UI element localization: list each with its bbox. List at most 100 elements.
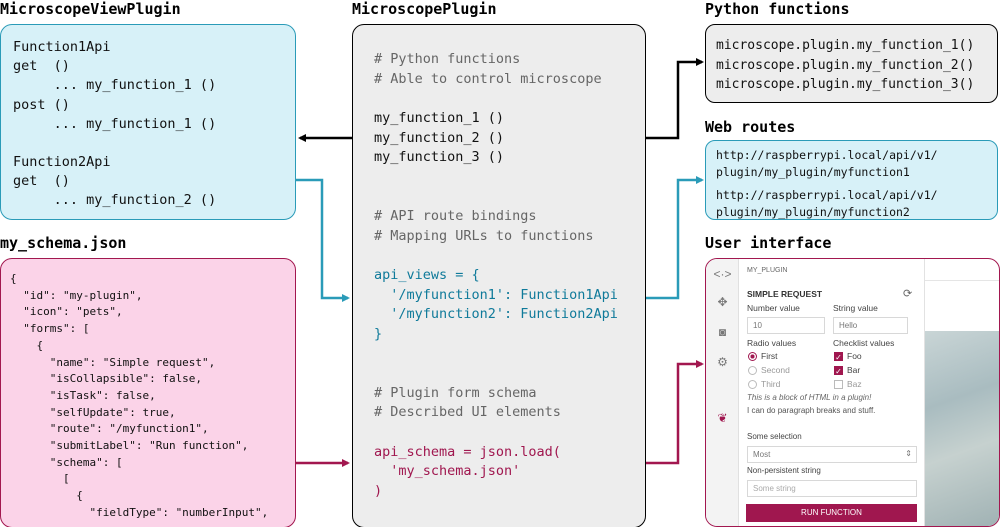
ui-radio-third[interactable] bbox=[748, 380, 757, 389]
ui-side-rail: <·> ✥ ◙ ⚙ ❦ bbox=[706, 259, 739, 526]
view-line: ... my_function_2 () bbox=[13, 192, 217, 209]
code-api-views: '/myfunction2': Function2Api bbox=[374, 306, 618, 323]
code-comment: # Described UI elements bbox=[374, 404, 561, 421]
ui-check-baz[interactable] bbox=[834, 380, 843, 389]
schema-line: "fieldType": "numberInput", bbox=[10, 505, 269, 519]
python-function-call: microscope.plugin.my_function_3() bbox=[716, 77, 975, 92]
camera-icon[interactable]: ◙ bbox=[718, 325, 727, 339]
code-comment: # Able to control microscope bbox=[374, 70, 602, 87]
code-function: my_function_3 () bbox=[374, 149, 505, 166]
ui-radio-label: Radio values bbox=[747, 338, 797, 348]
user-interface-heading: User interface bbox=[705, 234, 832, 252]
code-comment: # Mapping URLs to functions bbox=[374, 227, 594, 244]
view-line: Function1Api bbox=[13, 39, 111, 55]
ui-selection-dropdown[interactable]: Most ⇕ bbox=[747, 446, 917, 463]
schema-line: "name": "Simple request", bbox=[10, 355, 216, 369]
view-line: get () bbox=[13, 173, 70, 190]
ui-html-plain: I can do paragraph breaks and stuff. bbox=[747, 406, 876, 415]
arrow-view-plugin-to-api-views bbox=[296, 178, 350, 302]
ui-number-label: Number value bbox=[747, 303, 800, 313]
schema-line: "submitLabel": "Run function", bbox=[10, 439, 249, 453]
gamepad-icon[interactable]: ✥ bbox=[717, 295, 728, 309]
ui-plugin-panel: MY_PLUGIN SIMPLE REQUEST ⟳ Number value … bbox=[740, 259, 925, 526]
schema-line: "icon": "pets", bbox=[10, 305, 123, 319]
schema-line: { bbox=[10, 489, 83, 503]
python-functions-box: microscope.plugin.my_function_1() micros… bbox=[705, 24, 998, 103]
view-line: ... my_function_1 () bbox=[13, 115, 217, 132]
ui-nonpersistent-label: Non-persistent string bbox=[747, 466, 821, 475]
view-plugin-box: Function1Api get () ... my_function_1 ()… bbox=[0, 24, 296, 220]
schema-line: { bbox=[10, 272, 17, 285]
view-line: get () bbox=[13, 58, 70, 75]
view-line: post () bbox=[13, 96, 70, 113]
ui-checklist-label: Checklist values bbox=[833, 338, 895, 348]
gear-icon[interactable]: ⚙ bbox=[717, 355, 728, 369]
ui-radio-second[interactable] bbox=[748, 366, 757, 375]
code-comment: # Python functions bbox=[374, 51, 521, 67]
view-plugin-heading: MicroscopeViewPlugin bbox=[0, 0, 181, 18]
ui-html-italic: This is a block of HTML in a plugin! bbox=[747, 393, 872, 402]
refresh-icon[interactable]: ⟳ bbox=[903, 288, 913, 300]
schema-line: "route": "/myfunction1", bbox=[10, 422, 209, 436]
schema-box: { "id": "my-plugin", "icon": "pets", "fo… bbox=[0, 258, 296, 527]
ui-selection-label: Some selection bbox=[747, 432, 802, 441]
schema-line: [ bbox=[10, 472, 70, 486]
schema-line: "isTask": false, bbox=[10, 388, 156, 402]
ui-radio-second-label: Second bbox=[761, 365, 790, 375]
schema-line: "id": "my-plugin", bbox=[10, 288, 143, 302]
route-line: plugin/my_plugin/myfunction2 bbox=[716, 204, 910, 219]
python-function-call: microscope.plugin.my_function_1() bbox=[716, 38, 975, 53]
arrow-api-schema-to-ui bbox=[646, 360, 704, 465]
schema-line: "forms": [ bbox=[10, 322, 90, 336]
code-icon[interactable]: <·> bbox=[713, 267, 732, 281]
code-function: my_function_1 () bbox=[374, 110, 505, 127]
ui-plugin-label: MY_PLUGIN bbox=[747, 267, 788, 274]
route-line: plugin/my_plugin/myfunction1 bbox=[716, 164, 910, 179]
ui-string-label: String value bbox=[833, 303, 878, 313]
view-line: Function2Api bbox=[13, 154, 111, 171]
view-line: ... my_function_1 () bbox=[13, 77, 217, 94]
chevron-updown-icon: ⇕ bbox=[905, 449, 912, 458]
python-functions-heading: Python functions bbox=[705, 0, 850, 18]
ui-number-input[interactable]: 10 bbox=[747, 317, 825, 334]
arrow-api-views-to-routes bbox=[646, 176, 704, 300]
run-function-button[interactable]: RUN FUNCTION bbox=[746, 504, 917, 522]
code-api-views: api_views = { bbox=[374, 267, 480, 284]
ui-topbar bbox=[925, 259, 999, 281]
code-api-schema: api_schema = json.load( bbox=[374, 443, 561, 460]
schema-line: { bbox=[10, 338, 44, 352]
schema-heading: my_schema.json bbox=[0, 234, 127, 252]
ui-radio-first[interactable] bbox=[748, 352, 757, 361]
code-api-schema: 'my_schema.json' bbox=[374, 463, 521, 480]
ui-string-input[interactable]: Hello bbox=[833, 317, 908, 334]
route-line: http://raspberrypi.local/api/v1/ bbox=[716, 188, 938, 202]
paw-icon[interactable]: ❦ bbox=[717, 411, 728, 425]
schema-line: "schema": [ bbox=[10, 455, 123, 469]
code-function: my_function_2 () bbox=[374, 129, 505, 146]
ui-radio-third-label: Third bbox=[761, 379, 781, 389]
ui-selection-value: Most bbox=[753, 450, 771, 459]
code-comment: # API route bindings bbox=[374, 207, 537, 224]
ui-check-bar-label: Bar bbox=[847, 365, 861, 375]
ui-check-foo[interactable]: ✓ bbox=[834, 352, 843, 362]
code-comment: # Plugin form schema bbox=[374, 384, 537, 401]
ui-form-title: SIMPLE REQUEST bbox=[747, 289, 823, 299]
schema-line: "isCollapsible": false, bbox=[10, 372, 203, 386]
route-line: http://raspberrypi.local/api/v1/ bbox=[716, 148, 938, 162]
python-function-call: microscope.plugin.my_function_2() bbox=[716, 57, 975, 73]
ui-radio-first-label: First bbox=[761, 351, 778, 361]
user-interface-box: <·> ✥ ◙ ⚙ ❦ MY_PLUGIN SIMPLE REQUEST ⟳ N… bbox=[705, 258, 1000, 527]
schema-line: "selfUpdate": true, bbox=[10, 405, 176, 419]
code-api-schema: ) bbox=[374, 482, 383, 499]
ui-check-baz-label: Baz bbox=[847, 379, 862, 389]
microscope-image bbox=[925, 331, 999, 526]
web-routes-box: http://raspberrypi.local/api/v1/ plugin/… bbox=[705, 140, 998, 220]
code-api-views: } bbox=[374, 325, 383, 342]
plugin-heading: MicroscopePlugin bbox=[352, 0, 497, 18]
arrow-functions-to-python bbox=[646, 58, 704, 140]
code-api-views: '/myfunction1': Function1Api bbox=[374, 286, 618, 303]
plugin-box: # Python functions # Able to control mic… bbox=[352, 24, 646, 527]
ui-check-bar[interactable]: ✓ bbox=[834, 366, 843, 376]
web-routes-heading: Web routes bbox=[705, 118, 796, 136]
ui-nonpersistent-input[interactable]: Some string bbox=[747, 480, 917, 497]
